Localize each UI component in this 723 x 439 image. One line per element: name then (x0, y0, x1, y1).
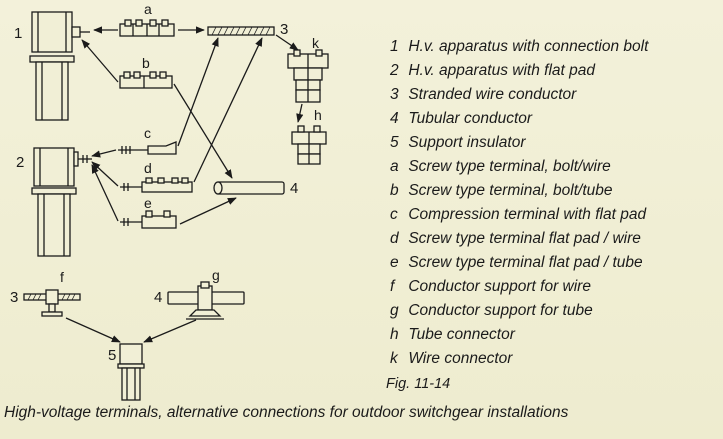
legend-key: 2 (390, 62, 399, 79)
label-d: d (144, 160, 152, 176)
legend-key: d (390, 230, 399, 247)
legend-item-1: 1 H.v. apparatus with connection bolt (390, 36, 720, 60)
legend-item-f: f Conductor support for wire (390, 276, 720, 300)
wire-connector-k (287, 49, 329, 103)
apparatus-2-flat-pad (31, 147, 92, 257)
legend-list: 1 H.v. apparatus with connection bolt 2 … (390, 36, 720, 372)
terminal-b-bolt-tube (119, 71, 173, 89)
apparatus-1-connection-bolt (29, 11, 90, 121)
legend-text: Stranded wire conductor (408, 86, 577, 103)
legend-text: H.v. apparatus with connection bolt (408, 38, 649, 55)
legend-key: h (390, 326, 399, 343)
tubular-conductor-mid (213, 181, 285, 195)
legend-item-4: 4 Tubular conductor (390, 108, 720, 132)
label-b: b (142, 55, 150, 71)
legend-text: Tube connector (408, 326, 515, 343)
legend-item-3: 3 Stranded wire conductor (390, 84, 720, 108)
tube-connector-h (291, 125, 327, 165)
legend-item-g: g Conductor support for tube (390, 300, 720, 324)
legend-text: Screw type terminal flat pad / wire (408, 230, 641, 247)
legend-key: g (390, 302, 399, 319)
legend-text: Screw type terminal, bolt/tube (408, 182, 613, 199)
legend-item-c: c Compression terminal with flat pad (390, 204, 720, 228)
terminal-d-flatpad-wire (120, 177, 193, 193)
label-f: f (60, 269, 64, 285)
label-3-bottom: 3 (10, 289, 18, 306)
label-k: k (312, 35, 320, 51)
legend-key: k (390, 350, 398, 367)
legend-item-e: e Screw type terminal flat pad / tube (390, 252, 720, 276)
legend-text: H.v. apparatus with flat pad (408, 62, 595, 79)
legend-item-2: 2 H.v. apparatus with flat pad (390, 60, 720, 84)
legend-text: Screw type terminal flat pad / tube (408, 254, 643, 271)
support-g-tube (167, 281, 245, 320)
label-h: h (314, 107, 322, 123)
legend-key: c (390, 206, 398, 223)
legend-item-k: k Wire connector (390, 348, 720, 372)
legend-key: f (390, 278, 395, 295)
legend-key: b (390, 182, 399, 199)
legend-text: Support insulator (408, 134, 526, 151)
terminal-e-flatpad-tube (120, 210, 177, 229)
label-c: c (144, 125, 151, 141)
terminal-a-bolt-wire (119, 19, 175, 37)
legend-text: Conductor support for wire (408, 278, 591, 295)
legend-key: 3 (390, 86, 399, 103)
legend-text: Compression terminal with flat pad (408, 206, 647, 223)
label-1: 1 (14, 25, 22, 42)
support-f-wire (23, 289, 81, 317)
legend-key: 4 (390, 110, 399, 127)
label-e: e (144, 195, 152, 211)
label-4-bottom: 4 (154, 289, 162, 306)
label-5: 5 (108, 347, 116, 364)
label-4-mid: 4 (290, 180, 298, 197)
connection-arrows (65, 26, 304, 343)
legend-item-b: b Screw type terminal, bolt/tube (390, 180, 720, 204)
legend-key: 1 (390, 38, 399, 55)
legend-text: Tubular conductor (408, 110, 533, 127)
legend-key: 5 (390, 134, 399, 151)
figure-caption: High-voltage terminals, alternative conn… (4, 404, 569, 421)
figure-number: Fig. 11-14 (386, 376, 451, 392)
label-2: 2 (16, 154, 24, 171)
legend-key: a (390, 158, 399, 175)
support-insulator-5 (117, 343, 145, 401)
legend-key: e (390, 254, 399, 271)
legend-text: Screw type terminal, bolt/wire (408, 158, 611, 175)
stranded-wire-conductor-top (207, 26, 275, 36)
legend-item-a: a Screw type terminal, bolt/wire (390, 156, 720, 180)
legend-text: Conductor support for tube (408, 302, 593, 319)
terminal-c-compression (118, 141, 177, 155)
legend-text: Wire connector (408, 350, 513, 367)
legend-item-d: d Screw type terminal flat pad / wire (390, 228, 720, 252)
label-3-top: 3 (280, 21, 288, 38)
legend-item-5: 5 Support insulator (390, 132, 720, 156)
label-g: g (212, 267, 220, 283)
label-a: a (144, 1, 152, 17)
legend-item-h: h Tube connector (390, 324, 720, 348)
